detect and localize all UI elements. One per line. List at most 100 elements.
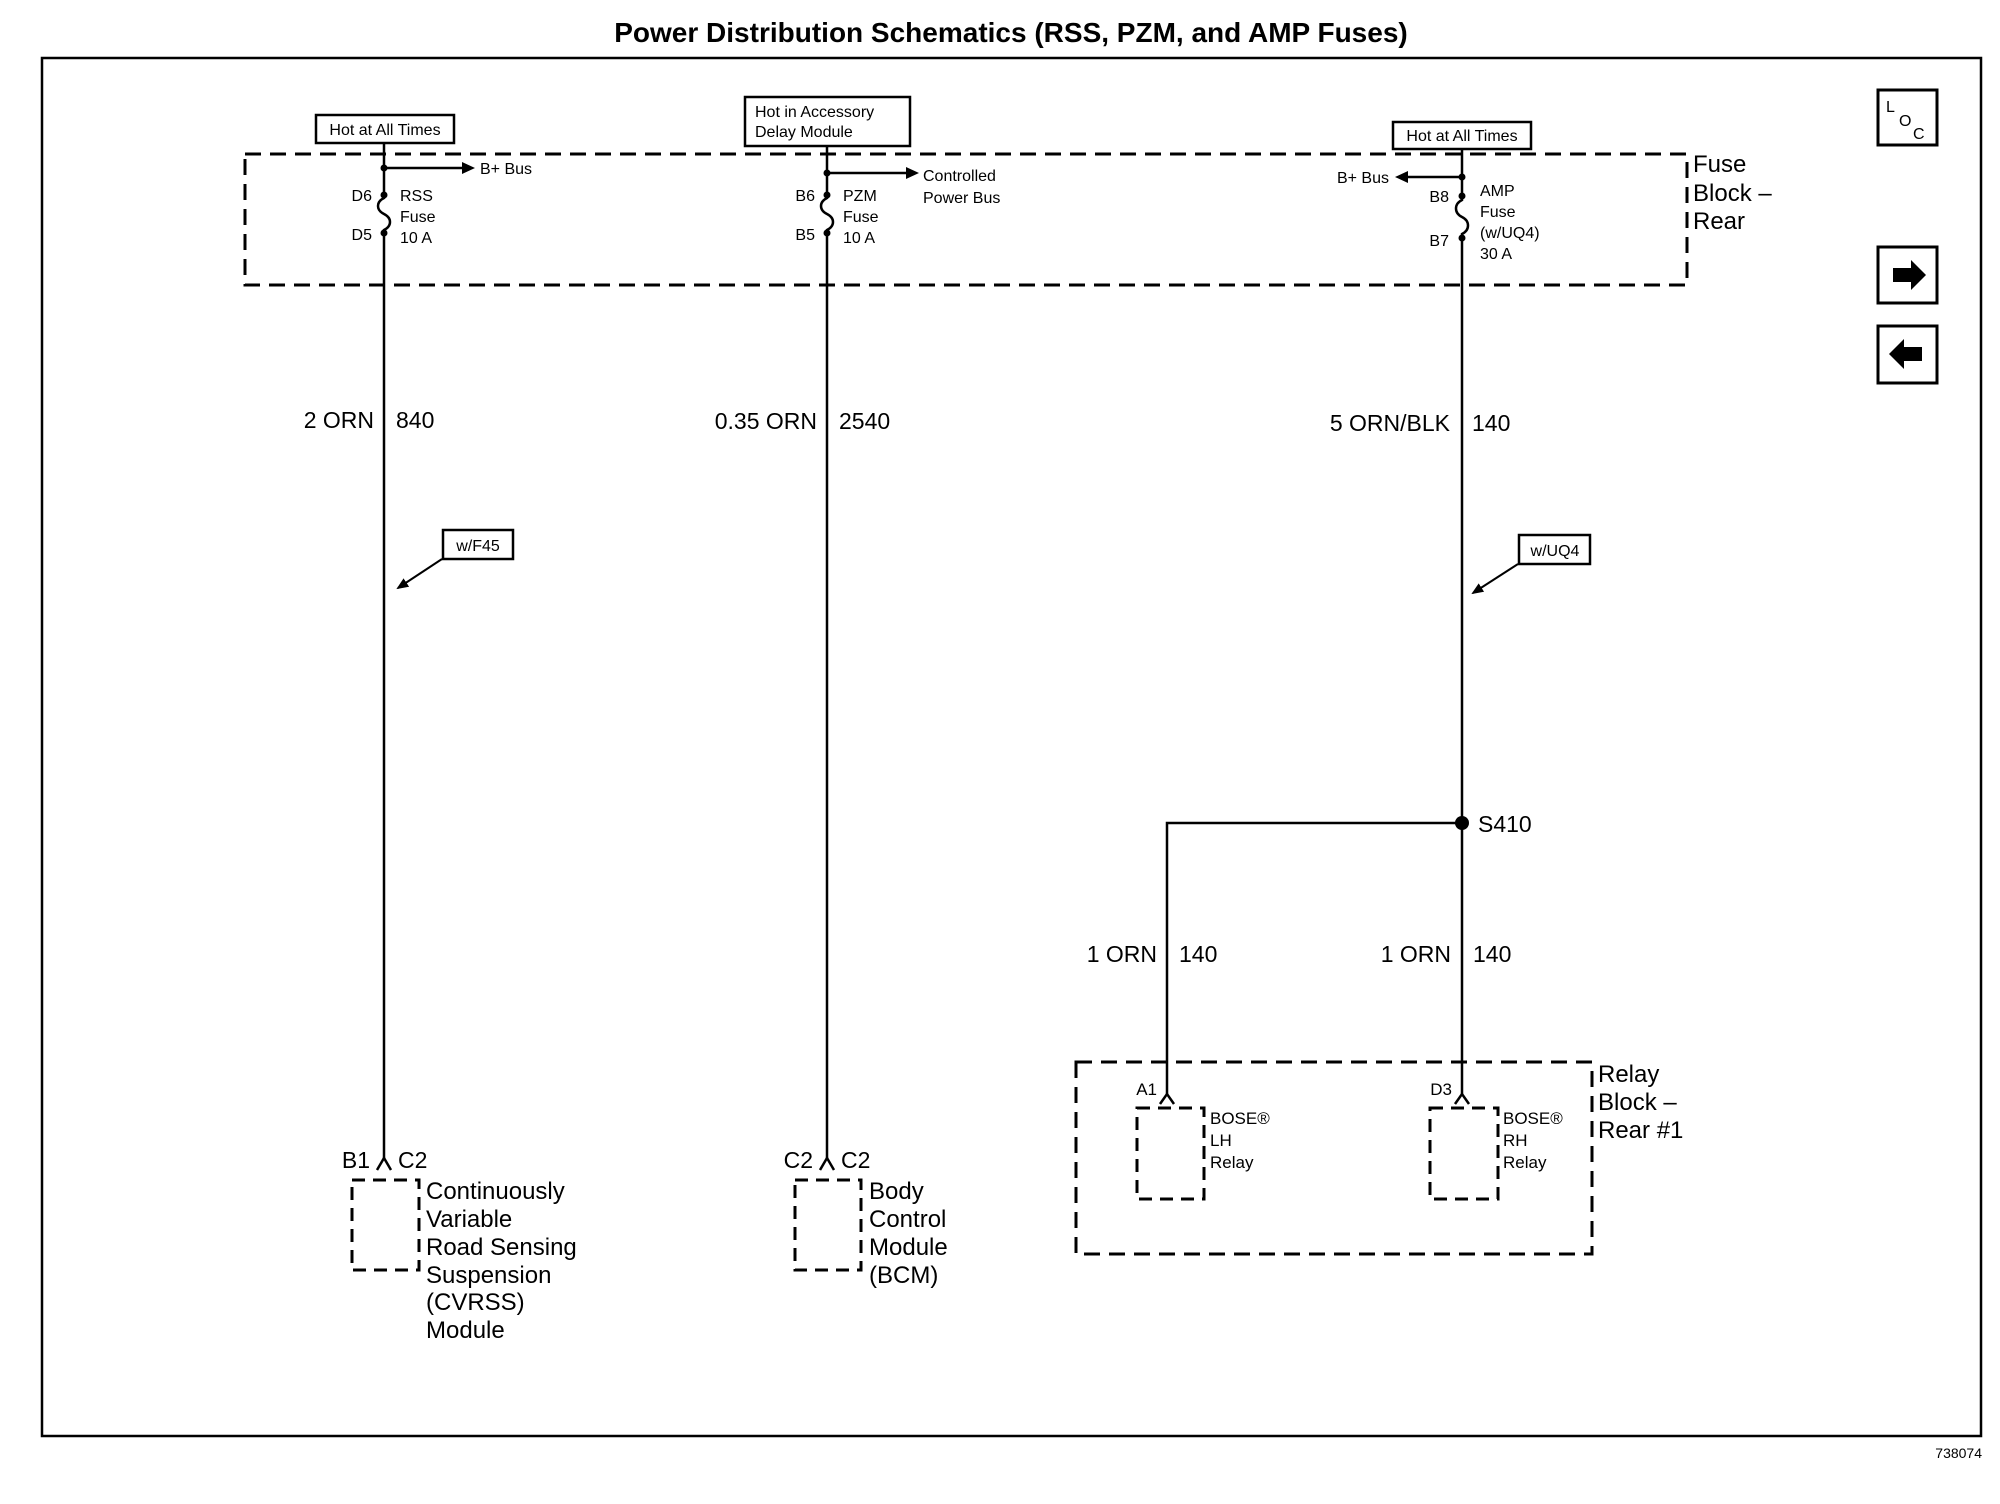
bcm-module-name: (BCM) (869, 1262, 938, 1289)
pzm-pin-out: B5 (795, 227, 815, 244)
pzm-power-label: Delay Module (755, 124, 853, 141)
rss-option-label: w/F45 (455, 538, 500, 555)
rss-power-label: Hot at All Times (329, 122, 440, 139)
amp-wire-color: 5 ORN/BLK (1330, 410, 1451, 436)
rh-relay-terminal (1453, 1091, 1471, 1105)
pzm-power-label-box (743, 95, 912, 148)
cvrss-module-name: Suspension (426, 1262, 551, 1289)
amp-wire-140 (1454, 149, 1470, 1094)
cvrss-module-name: Module (426, 1317, 505, 1344)
pzm-bus-label: Controlled (923, 168, 996, 185)
pzm-circuit-number: 2540 (839, 408, 890, 434)
bose-rh-relay-box (1428, 1106, 1500, 1201)
amp-fuse-option: (w/UQ4) (1480, 225, 1540, 242)
lh-relay-pin: A1 (1136, 1080, 1157, 1099)
bose-rh-relay-name: BOSE® (1503, 1109, 1563, 1128)
rss-fuse-label: RSS (400, 188, 433, 205)
amp-pin-in: B8 (1429, 189, 1449, 206)
bose-lh-relay-box (1135, 1106, 1206, 1201)
pzm-fuse-label: PZM (843, 188, 877, 205)
pzm-wire-2540 (819, 146, 835, 1158)
bcm-module-name: Body (869, 1178, 924, 1205)
loc-button[interactable]: L O C (1876, 88, 1939, 147)
pzm-circuit: Hot in Accessory Delay Module Controlled… (715, 95, 1000, 1289)
rss-module-connector: C2 (398, 1147, 427, 1173)
amp-fuse-label: AMP (1480, 183, 1515, 200)
pzm-module-pin: C2 (784, 1147, 813, 1173)
fuse-block-label-line: Rear (1693, 208, 1745, 235)
bose-lh-relay-name: BOSE® (1210, 1109, 1270, 1128)
rss-bus-label: B+ Bus (480, 161, 532, 178)
lh-relay-branch-wire (1165, 821, 1462, 1094)
rss-pin-out-dot (380, 229, 388, 237)
rss-pin-in-dot (380, 191, 388, 199)
rss-module-pin: B1 (342, 1147, 370, 1173)
bcm-module-name: Control (869, 1206, 946, 1233)
amp-pin-out-dot (1458, 234, 1466, 242)
bose-lh-relay-name: Relay (1210, 1153, 1254, 1172)
pzm-bus-arrowhead (906, 167, 919, 179)
fuse-block-label-line: Fuse (1693, 151, 1746, 178)
amp-power-label: Hot at All Times (1406, 128, 1517, 145)
rss-wire-color: 2 ORN (304, 407, 374, 433)
rh-relay-pin: D3 (1430, 1080, 1452, 1099)
rh-branch-circuit: 140 (1473, 941, 1511, 967)
cvrss-module-box (350, 1178, 421, 1272)
pzm-connector-terminal (818, 1155, 836, 1171)
bose-lh-relay-name: LH (1210, 1131, 1232, 1150)
pzm-pin-in-dot (823, 191, 831, 199)
lh-branch-circuit: 140 (1179, 941, 1217, 967)
pzm-pin-in: B6 (795, 188, 815, 205)
bose-rh-relay-name: Relay (1503, 1153, 1547, 1172)
amp-power-label-box (1391, 120, 1533, 151)
amp-pin-in-dot (1458, 192, 1466, 200)
amp-option-box (1517, 533, 1592, 566)
right-arrow-icon (1893, 260, 1926, 290)
rss-pin-in: D6 (352, 188, 373, 205)
bcm-module-name: Module (869, 1234, 948, 1261)
prev-page-button[interactable] (1876, 324, 1939, 385)
amp-circuit-number: 140 (1472, 410, 1510, 436)
pzm-module-connector: C2 (841, 1147, 870, 1173)
pzm-fuse-label: Fuse (843, 209, 879, 226)
relay-block-label-line: Rear #1 (1598, 1117, 1683, 1144)
cvrss-module-name: Variable (426, 1206, 512, 1233)
cvrss-module-name: Continuously (426, 1178, 565, 1205)
amp-option-arrow (1471, 563, 1519, 595)
fuse-block-label-line: Block – (1693, 180, 1772, 207)
amp-option-label: w/UQ4 (1530, 543, 1580, 560)
rss-fuse-label: Fuse (400, 209, 436, 226)
amp-bus-label: B+ Bus (1337, 170, 1389, 187)
pzm-bus-label: Power Bus (923, 190, 1000, 207)
splice-label: S410 (1478, 811, 1532, 837)
pzm-pin-out-dot (823, 229, 831, 237)
rss-wire-840 (376, 143, 392, 1158)
rss-option-box (441, 528, 515, 561)
rss-circuit: Hot at All Times B+ Bus D6 D5 RSS Fuse 1… (304, 113, 577, 1344)
bose-rh-relay-name: RH (1503, 1131, 1528, 1150)
diagram-frame (40, 56, 1983, 1438)
next-page-button[interactable] (1876, 245, 1939, 305)
rss-connector-terminal (375, 1155, 393, 1171)
fuse-block-outline (243, 152, 1689, 287)
fuse-block-label: Fuse Block – Rear (1693, 151, 1772, 235)
loc-letter-o: O (1899, 113, 1911, 130)
relay-block-label-line: Block – (1598, 1089, 1677, 1116)
rss-power-label-box (314, 113, 456, 145)
figure-id: 738074 (1935, 1445, 1982, 1461)
rh-branch-wire-color: 1 ORN (1381, 941, 1451, 967)
cvrss-module-name: Road Sensing (426, 1234, 577, 1261)
rss-pin-out: D5 (352, 227, 373, 244)
loc-letter-l: L (1886, 99, 1895, 116)
loc-letter-c: C (1913, 126, 1925, 143)
rss-option-arrow (396, 558, 443, 590)
lh-branch-wire-color: 1 ORN (1087, 941, 1157, 967)
relay-block-outline (1074, 1060, 1594, 1256)
rss-circuit-number: 840 (396, 407, 434, 433)
amp-bus-arrowhead (1395, 171, 1408, 183)
cvrss-module-name: (CVRSS) (426, 1289, 525, 1316)
amp-fuse-label: Fuse (1480, 204, 1516, 221)
loc-icon[interactable] (1876, 88, 1939, 147)
relay-block-label-line: Relay (1598, 1061, 1659, 1088)
